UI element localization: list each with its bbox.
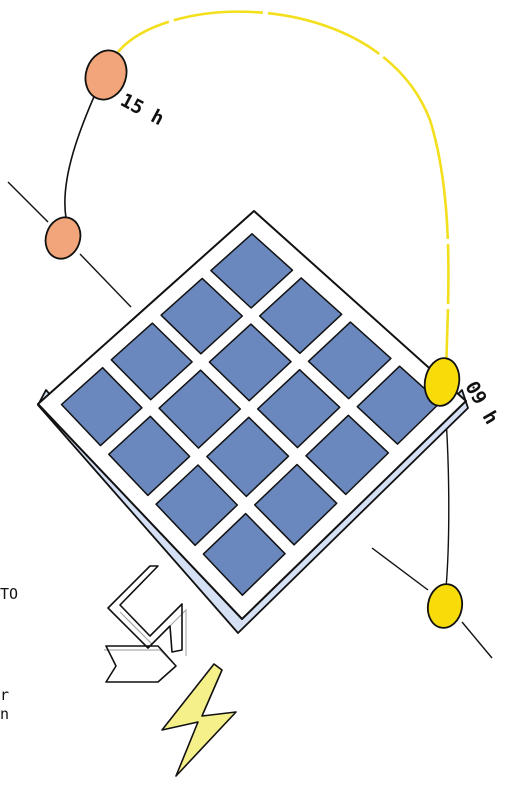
solar-cell	[210, 233, 294, 309]
panel-side-edge	[37, 389, 469, 634]
edge-text-fragment: TO	[0, 585, 19, 603]
sun-icon	[44, 216, 82, 260]
sun-icon	[426, 583, 464, 629]
solar-cell	[258, 277, 343, 355]
solar-cell	[155, 464, 239, 547]
output-arrow-icon	[105, 565, 183, 683]
morning-ray-upper	[371, 547, 429, 591]
solar-cell	[160, 277, 244, 355]
solar-cell	[256, 368, 341, 449]
edge-text-fragment: n	[0, 705, 10, 723]
solar-cell	[202, 512, 286, 596]
output-arrow-icon	[104, 608, 187, 665]
solar-cell	[108, 415, 191, 497]
solar-cell	[208, 323, 292, 402]
solar-cell	[158, 369, 242, 449]
solar-cell	[110, 322, 193, 401]
morning-ray-lower	[461, 621, 493, 659]
solar-cell	[307, 321, 392, 400]
sun-icon	[84, 49, 128, 101]
lightning-bolt-icon	[161, 663, 237, 777]
afternoon-ray-upper	[7, 181, 49, 223]
solar-cell	[305, 414, 390, 496]
morning-sun-path	[117, 10, 450, 373]
afternoon-ray-lower	[79, 253, 132, 308]
solar-cell	[60, 366, 143, 447]
edge-text-fragment: r	[0, 686, 10, 704]
solar-panel-icon	[37, 210, 467, 620]
solar-cell	[206, 416, 290, 498]
solar-cell	[253, 463, 338, 546]
sun-icon	[423, 357, 461, 407]
solar-cell-grid	[60, 233, 441, 596]
